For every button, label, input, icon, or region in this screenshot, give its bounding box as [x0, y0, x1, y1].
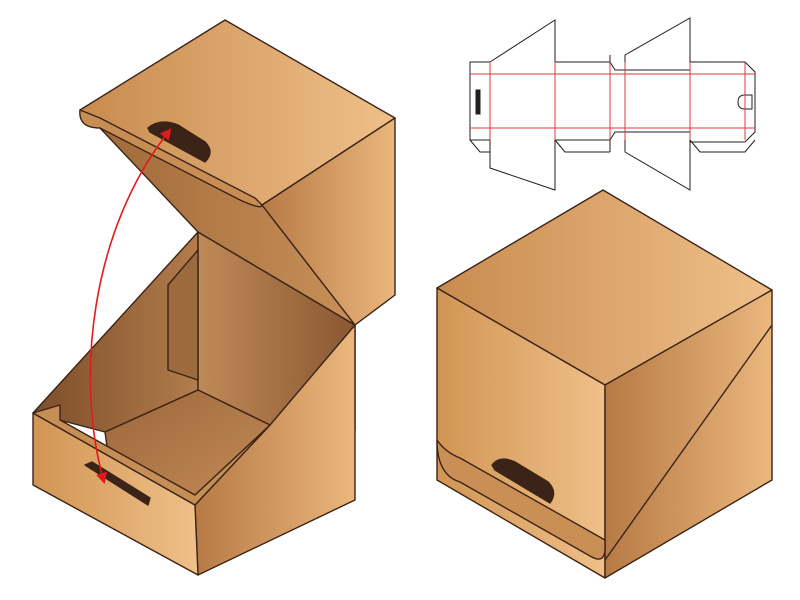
front-lip [32, 404, 271, 506]
dieline-cut-lines [469, 17, 756, 191]
side-flap-edge [604, 324, 773, 561]
lid-side-flap [261, 117, 396, 326]
folding-motion-arrow [89, 128, 172, 485]
closed-box [436, 189, 773, 579]
closed-box-tuck-tab [436, 439, 606, 560]
dieline-crease-lines [470, 62, 755, 140]
closed-box-handle-hole [491, 458, 555, 504]
open-box-with-lid [32, 19, 396, 576]
dieline-template [469, 17, 756, 191]
closed-box-side [604, 289, 773, 579]
